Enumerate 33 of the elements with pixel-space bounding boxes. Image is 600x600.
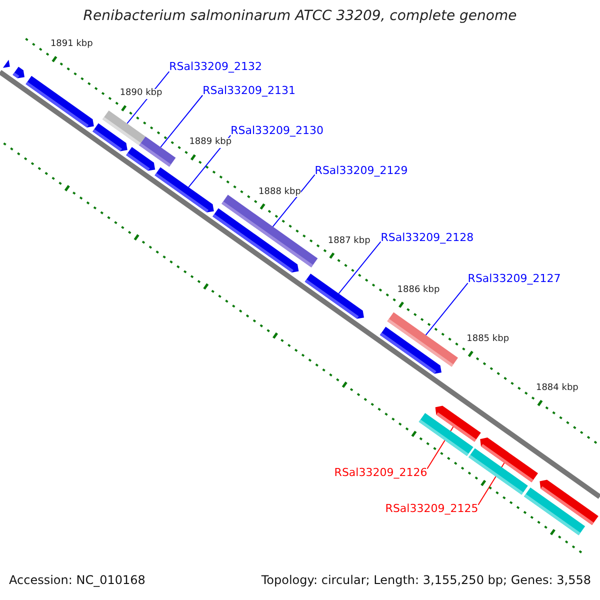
gene-bar (304, 274, 364, 319)
genome-info-text: Topology: circular; Length: 3,155,250 bp; Genes: 3,558 (261, 574, 591, 588)
gene-label: RSal33209_2128 (380, 232, 474, 244)
gene-bar (480, 438, 538, 482)
gene-bar (380, 326, 442, 374)
leader-line (425, 282, 468, 336)
scale-label: 1884 kbp (536, 384, 578, 394)
gene-label: RSal33209_2130 (230, 125, 324, 138)
scale-label: 1891 kbp (50, 40, 93, 50)
gene-label: RSal33209_2127 (468, 273, 561, 286)
gene-label: RSal33209_2129 (314, 164, 408, 177)
gene-bar (26, 76, 94, 128)
scale-label: 1886 kbp (397, 286, 440, 296)
gene-bar (102, 110, 146, 146)
gene-label: RSal33209_2131 (202, 85, 296, 98)
leader-line (338, 241, 382, 294)
gene-bar (2, 60, 10, 68)
gene-bar (12, 66, 24, 78)
gene-label: RSal33209_2126 (334, 466, 428, 479)
gene-bar (154, 167, 214, 212)
gene-label: RSal33209_2125 (385, 502, 478, 515)
scale-label: 1885 kbp (466, 334, 510, 345)
accession-text: Accession: NC_010168 (9, 574, 146, 588)
gene-bar (435, 406, 481, 442)
gene-bar (212, 208, 299, 272)
scale-label: 1890 kbp (120, 89, 162, 100)
title: Renibacterium salmoninarum ATCC 33209, complete genome (82, 9, 518, 24)
scale-label: 1888 kbp (258, 188, 301, 198)
scale-label: 1889 kbp (189, 138, 232, 148)
gene-bar (139, 136, 176, 167)
scale-label: 1887 kbp (328, 236, 370, 247)
gene-label: RSal33209_2132 (169, 61, 262, 74)
gene-bar (540, 480, 598, 525)
